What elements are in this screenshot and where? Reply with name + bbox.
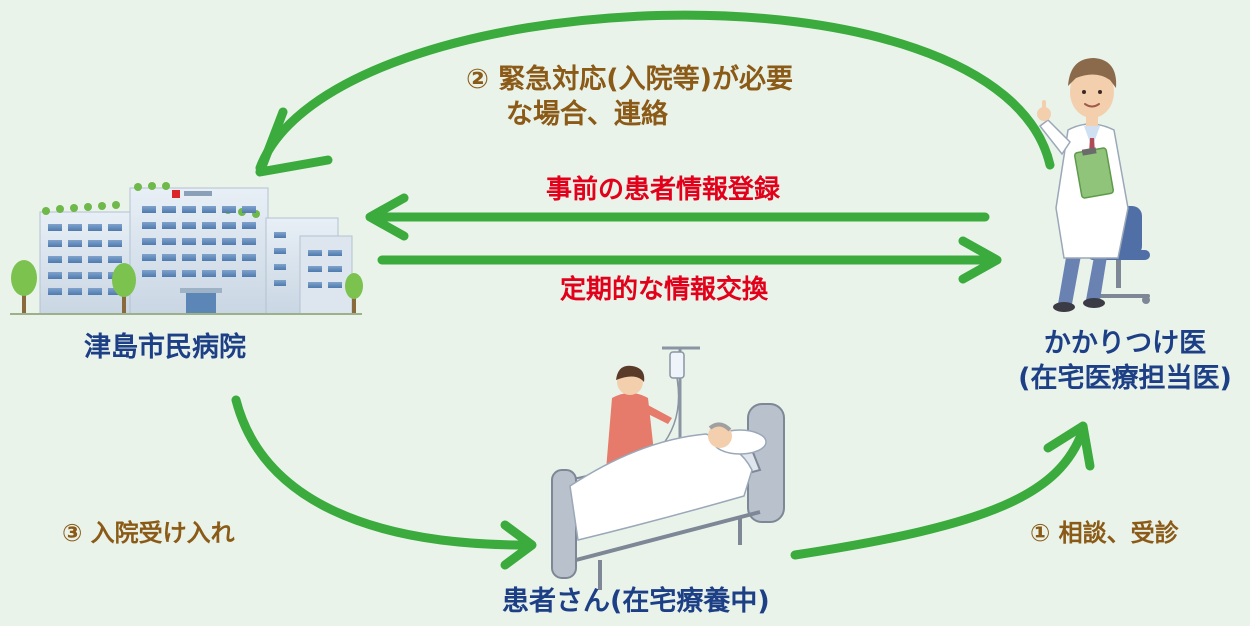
arrow-exchange-head — [958, 236, 1002, 284]
patient-in-bed-icon — [551, 346, 785, 590]
patient-label: 患者さん(在宅療養中) — [502, 586, 770, 617]
doctor-label: かかりつけ医 (在宅医療担当医) — [1000, 328, 1250, 394]
step2-label-line2: な場合、連絡 — [506, 99, 668, 131]
hospital-label: 津島市民病院 — [84, 332, 246, 363]
arrow-admission — [231, 395, 530, 550]
step1-label: ① 相談、受診 — [1030, 519, 1179, 547]
arrow-consultation-head — [1043, 421, 1095, 471]
arrow-emergency-contact — [255, 10, 1055, 173]
step2-label: ② 緊急対応(入院等)が必要 な場合、連絡 — [466, 64, 793, 130]
arrows — [231, 10, 1095, 570]
arrow-registration-head — [365, 193, 409, 241]
arrow-consultation — [790, 425, 1088, 560]
doctor-icon — [1037, 58, 1150, 312]
doctor-label-line2: (在宅医療担当医) — [1018, 363, 1232, 395]
hospital-building-icon — [10, 182, 363, 315]
exchange-label: 定期的な情報交換 — [560, 275, 769, 305]
arrow-admission-head — [500, 520, 537, 570]
step3-label: ③ 入院受け入れ — [62, 519, 235, 547]
arrow-emergency-contact-head — [255, 107, 333, 177]
step2-label-line1: ② 緊急対応(入院等)が必要 — [466, 64, 793, 95]
registration-label: 事前の患者情報登録 — [546, 175, 781, 205]
doctor-label-line1: かかりつけ医 — [1043, 328, 1207, 359]
